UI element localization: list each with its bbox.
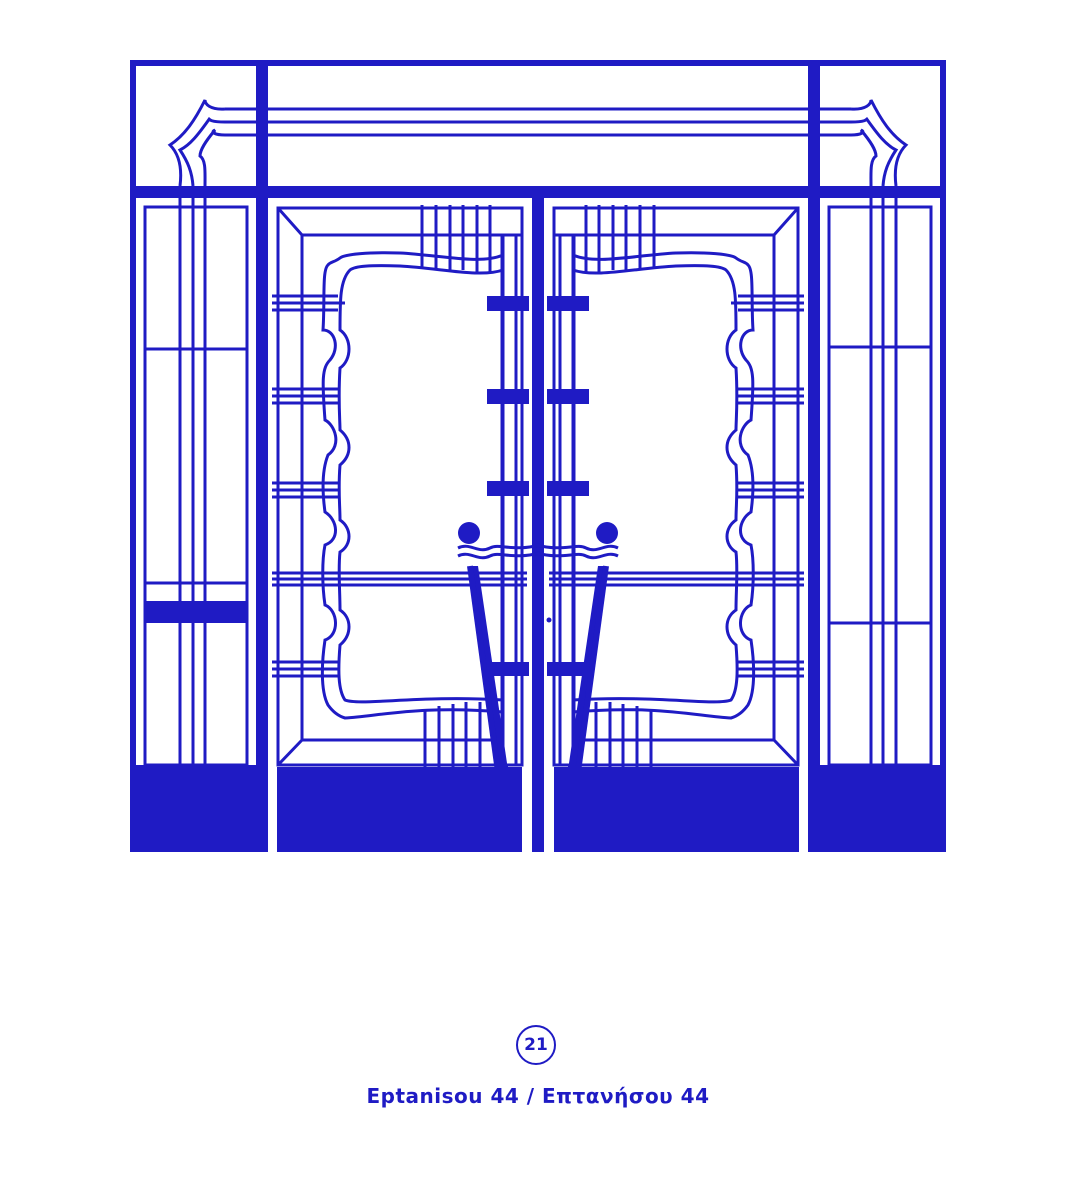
page-number: 21 bbox=[524, 1035, 548, 1055]
right-sidelight bbox=[827, 205, 933, 767]
frame bbox=[130, 60, 946, 852]
caption-address: Eptanisou 44 / Επτανήσου 44 bbox=[366, 1084, 710, 1108]
door-illustration bbox=[0, 60, 1076, 1000]
keyhole-icon bbox=[546, 617, 552, 623]
left-sidelight bbox=[143, 205, 249, 767]
page-number-badge: 21 bbox=[516, 1025, 556, 1065]
